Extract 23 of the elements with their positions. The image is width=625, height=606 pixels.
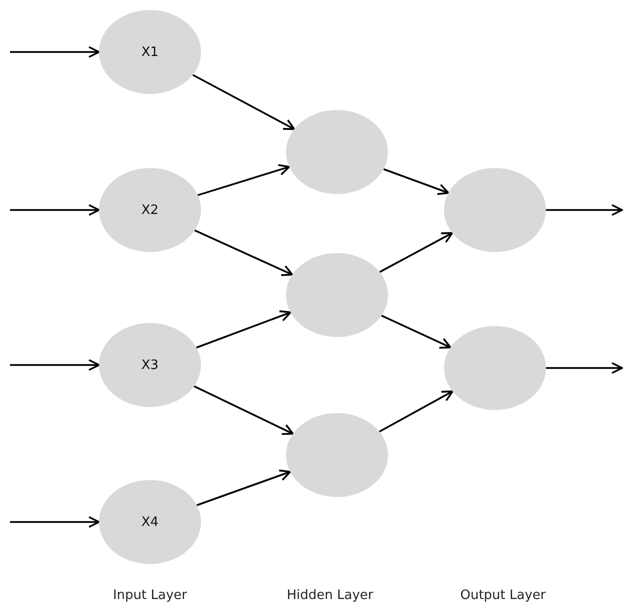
arrow — [10, 359, 100, 371]
node-label: X2 — [141, 202, 159, 218]
arrow — [378, 390, 454, 432]
arrow — [10, 46, 100, 58]
arrow — [10, 516, 100, 528]
node-label: X1 — [141, 44, 159, 60]
arrow — [10, 204, 100, 216]
arrow — [379, 232, 454, 273]
node-label: X3 — [141, 358, 159, 372]
arrow — [194, 229, 294, 276]
arrow — [197, 164, 290, 196]
arrow — [196, 470, 292, 506]
arrow — [192, 74, 296, 130]
arrow — [546, 362, 623, 374]
layer-label: Hidden Layer — [286, 588, 374, 603]
node-label: X4 — [141, 514, 159, 530]
arrow — [381, 314, 452, 349]
arrow — [383, 168, 450, 196]
arrow — [196, 310, 292, 348]
layer-label: Output Layer — [460, 588, 546, 603]
arrow — [194, 385, 294, 435]
layer-label: Input Layer — [112, 588, 188, 603]
arrow — [546, 204, 623, 216]
